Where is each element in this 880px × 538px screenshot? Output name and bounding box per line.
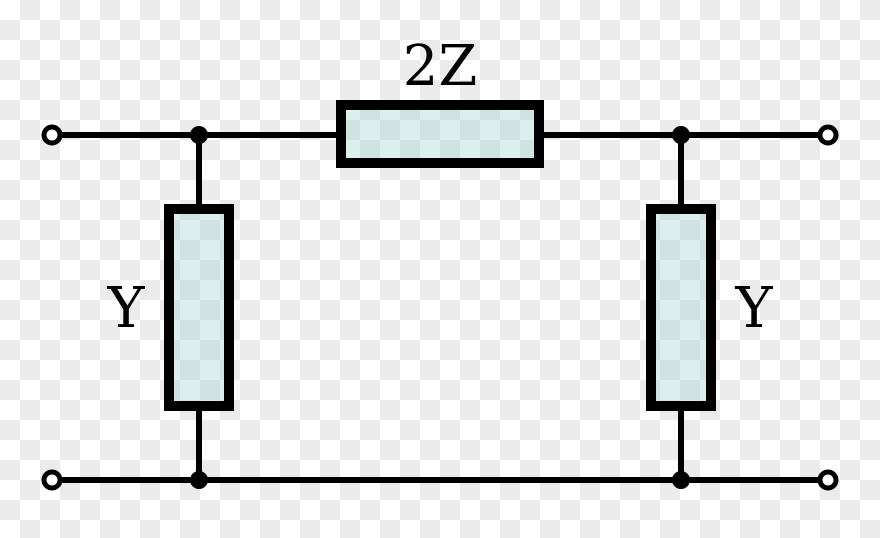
series-impedance-label: 2Z (403, 34, 478, 99)
right-admittance-label: Y (735, 276, 774, 341)
junction-node-top-right (672, 126, 690, 144)
left-shunt-component (164, 204, 234, 411)
terminal-top-right (817, 124, 839, 146)
junction-node-bottom-left (190, 471, 208, 489)
junction-node-top-left (190, 126, 208, 144)
left-admittance-label: Y (107, 276, 146, 341)
right-shunt-component (646, 204, 716, 411)
series-impedance-component (336, 100, 544, 168)
junction-node-bottom-right (672, 471, 690, 489)
terminal-top-left (41, 124, 63, 146)
terminal-bottom-left (41, 469, 63, 491)
terminal-bottom-right (817, 469, 839, 491)
